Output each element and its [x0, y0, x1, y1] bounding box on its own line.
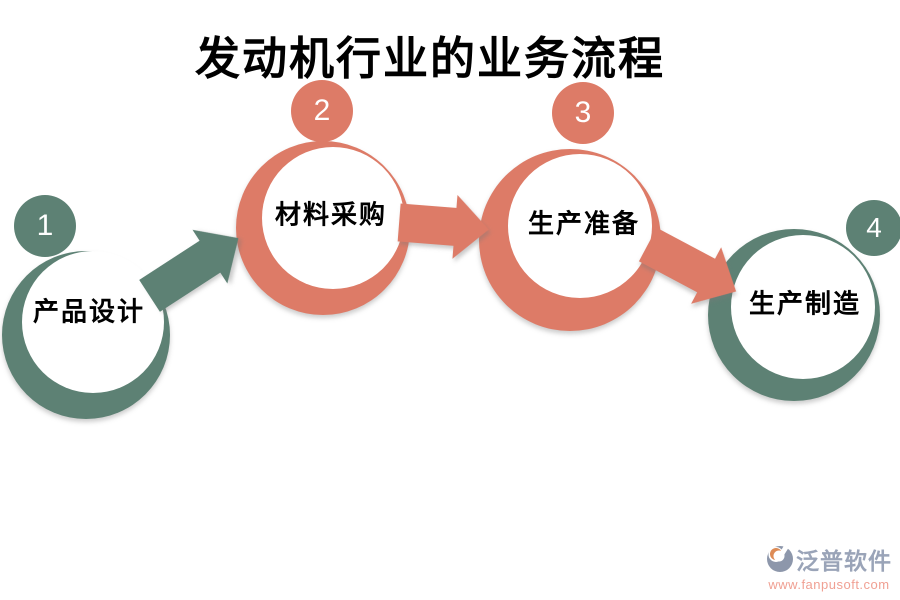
watermark-url: www.fanpusoft.com: [768, 577, 890, 592]
arrow-step1-to-step2-icon: [139, 229, 239, 312]
step-2-inner-circle: [262, 147, 404, 289]
step-2-label: 材料采购: [274, 200, 388, 230]
arrow-shape: [139, 229, 239, 312]
step-3-label: 生产准备: [527, 209, 641, 239]
step-3-number-badge: 3: [552, 82, 614, 144]
step-3-inner-circle: [508, 154, 652, 298]
watermark-brand: 泛普软件: [796, 548, 892, 574]
step-1-label: 产品设计: [32, 297, 146, 327]
step-4-inner-circle: [731, 235, 875, 379]
step-4-number-badge: 4: [846, 200, 900, 256]
arrow-shape: [397, 194, 489, 259]
step-1-number-badge: 1: [14, 195, 76, 257]
step-4-label: 生产制造: [748, 289, 862, 319]
arrow-step2-to-step3-icon: [397, 194, 489, 259]
arrow-shape: [638, 227, 737, 304]
page-title: 发动机行业的业务流程: [194, 34, 665, 84]
step-2-number-badge: 2: [291, 80, 353, 142]
fanpu-logo-icon: [767, 544, 793, 572]
step-1-inner-circle: [22, 251, 164, 393]
watermark: 泛普软件 www.fanpusoft.com: [766, 542, 892, 592]
arrow-step3-to-step4-icon: [638, 227, 737, 304]
